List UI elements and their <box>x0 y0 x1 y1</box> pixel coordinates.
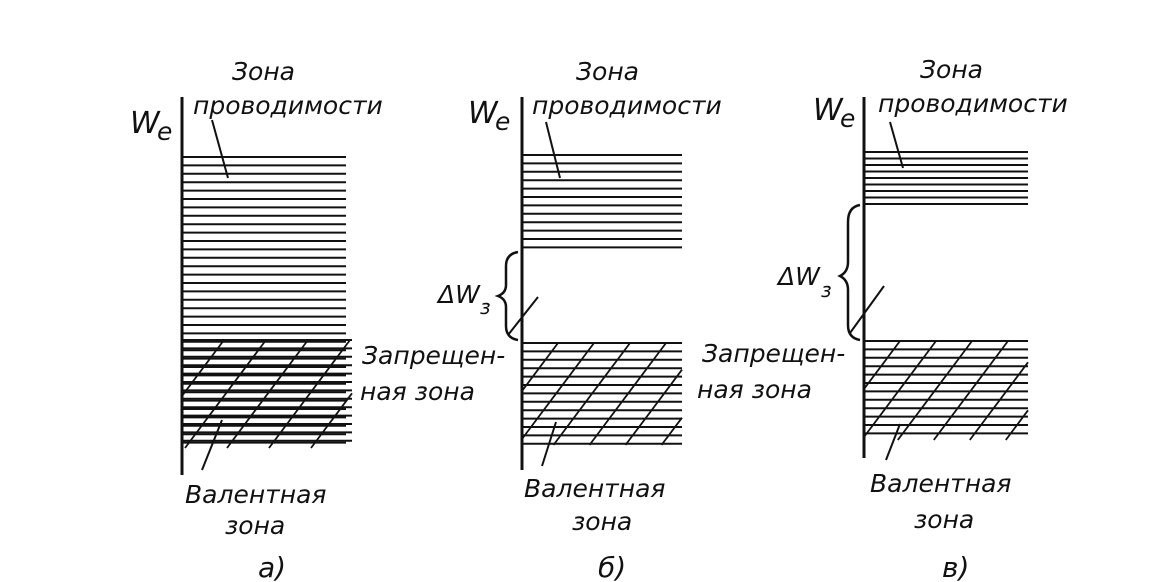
panel-a-valence-label-1: Валентная <box>185 480 326 509</box>
panel-a-valence-hatch-4 <box>310 392 353 449</box>
panel-a-valence-label-2: зона <box>225 511 285 540</box>
panel-b-valence-hatch-2 <box>552 342 631 446</box>
panel-a-conduction-label-2: проводимости <box>193 91 383 120</box>
panel-c-valence-hatch-5 <box>1005 409 1029 441</box>
panel-b-axis-subscript: e <box>495 107 510 136</box>
panel-c-valence-band <box>863 340 1029 441</box>
panel-c-gap-label: ΔW <box>776 262 821 291</box>
panel-b-gap-label: ΔW <box>436 280 481 309</box>
panel-c-valence-hatch-1 <box>863 340 937 438</box>
panel-a-valence-hatch-3 <box>268 339 351 449</box>
panel-c-caption: в) <box>942 551 969 582</box>
panel-b-valence-hatch-0 <box>521 342 559 392</box>
panel-b-valence-band <box>521 342 683 446</box>
panel-a-valence-band <box>181 339 353 449</box>
panel-b-conduction-label-2: проводимости <box>532 91 722 120</box>
panel-c-conduction-band <box>864 151 1028 205</box>
panel-c-forbidden-label-2: ная зона <box>697 375 812 404</box>
panel-c-valence-hatch-2 <box>897 340 973 441</box>
panel-c-conduction-label-2: проводимости <box>878 89 1068 118</box>
panel-b: W e Зона проводимости ΔW з Запрещен- ная… <box>360 57 722 582</box>
panel-c-valence-hatch-3 <box>933 340 1009 441</box>
panel-c-valence-hatch-4 <box>969 361 1029 441</box>
panel-a-axis-subscript: e <box>157 117 172 146</box>
panel-a-conduction-band <box>182 156 346 444</box>
panel-c-forbidden-label-1: Запрещен- <box>702 339 845 368</box>
panel-c-gap-subscript: з <box>821 278 832 302</box>
panel-a-valence-hatch-1 <box>184 339 267 449</box>
panel-c-valence-pointer <box>885 423 901 461</box>
panel-c-valence-hatch-0 <box>863 340 901 390</box>
panel-c-valence-label-2: зона <box>914 505 974 534</box>
panel-b-gap-brace <box>494 250 519 342</box>
panel-a-caption: а) <box>258 551 286 582</box>
panel-b-valence-hatch-5 <box>660 417 683 446</box>
panel-b-valence-hatch-1 <box>521 342 595 440</box>
panel-b-valence-hatch-3 <box>588 342 667 446</box>
panel-c-axis-label: W <box>813 93 844 128</box>
panel-c-conduction-pointer <box>889 121 904 169</box>
panel-a-conduction-pointer <box>211 119 229 179</box>
panel-c-gap-brace <box>837 203 861 342</box>
panel-b-forbidden-label-1: Запрещен- <box>362 341 505 370</box>
panel-a-axis-label: W <box>130 106 161 141</box>
panel-b-gap-subscript: з <box>480 295 491 319</box>
panel-b-conduction-band <box>522 154 682 249</box>
panel-c: W e Зона проводимости ΔW з Запрещен- ная… <box>697 55 1068 582</box>
panel-b-caption: б) <box>598 551 626 582</box>
panel-b-conduction-label-1: Зона <box>576 57 639 86</box>
panel-a: W e Зона проводимости Валентная зона а) <box>130 57 383 582</box>
panel-b-conduction-pointer <box>545 121 561 179</box>
panel-c-conduction-label-1: Зона <box>920 55 983 84</box>
panel-a-valence-hatch-2 <box>226 339 309 449</box>
panel-a-conduction-label-1: Зона <box>232 57 295 86</box>
panel-b-axis-label: W <box>468 96 499 131</box>
panel-c-axis-subscript: e <box>840 104 855 133</box>
panel-a-valence-pointer <box>201 419 223 471</box>
panel-b-valence-pointer <box>541 421 557 467</box>
panel-b-valence-hatch-4 <box>624 369 683 446</box>
panel-c-gap-pointer <box>849 285 885 334</box>
panel-b-valence-label-2: зона <box>572 507 632 536</box>
panel-b-gap-pointer <box>507 296 539 336</box>
panel-b-forbidden-label-2: ная зона <box>360 377 475 406</box>
panel-b-valence-label-1: Валентная <box>524 474 665 503</box>
panel-c-valence-label-1: Валентная <box>870 469 1011 498</box>
